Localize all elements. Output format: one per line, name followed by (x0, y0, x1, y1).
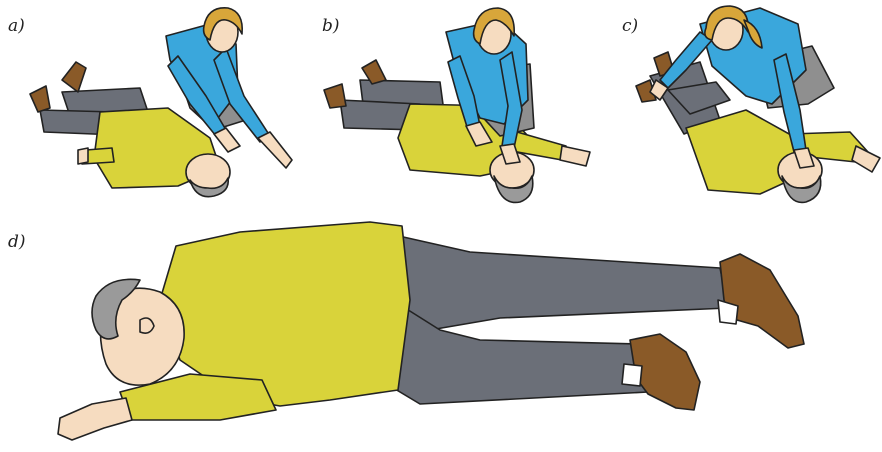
panel-d-illustration (58, 222, 804, 440)
panel-c-illustration (636, 6, 880, 202)
panel-a-illustration (30, 8, 292, 197)
panel-b-illustration (324, 8, 590, 202)
